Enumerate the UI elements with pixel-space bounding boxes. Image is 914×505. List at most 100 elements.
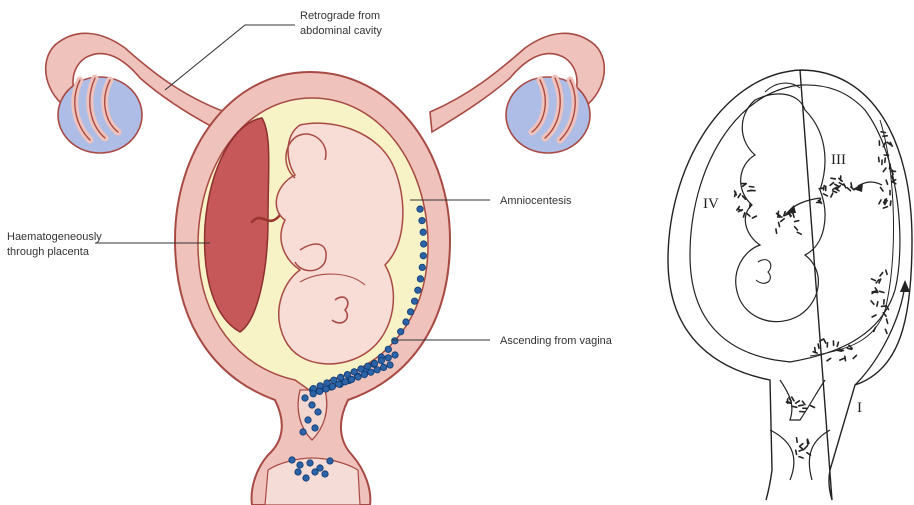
organism-dash <box>830 183 833 186</box>
bacterium-dot <box>312 469 318 475</box>
bacterium-dot <box>415 287 421 293</box>
organism-dash <box>874 327 876 331</box>
organism-dash <box>890 142 892 146</box>
right-uterus-inner-wall <box>690 85 900 362</box>
organism-dash <box>811 406 815 408</box>
bacterium-dot <box>344 371 350 377</box>
organism-dash <box>881 132 885 133</box>
bacterium-dot <box>310 391 316 397</box>
bacterium-dot <box>327 458 333 464</box>
bacterium-dot <box>420 253 426 259</box>
bacterium-dot <box>407 309 413 315</box>
organism-dash <box>792 397 794 401</box>
bacterium-dot <box>387 362 393 368</box>
bacterium-dot <box>309 402 315 408</box>
arrow-iii-head <box>853 183 863 192</box>
right-fetus-foot <box>765 83 800 92</box>
organism-dash <box>796 401 800 403</box>
organism-dash <box>840 358 844 360</box>
organism-dash <box>789 398 791 402</box>
organism-dash <box>835 184 839 186</box>
right-ovary <box>506 77 590 153</box>
label-amniocentesis: Amniocentesis <box>500 195 572 207</box>
bacterium-dot <box>385 355 391 361</box>
label-haematogeneously-line1: Haematogeneously <box>7 231 102 243</box>
organism-dash <box>818 344 819 348</box>
bacterium-dot <box>378 357 384 363</box>
organism-dash <box>885 158 886 162</box>
organism-dash <box>881 306 885 307</box>
organism-dash <box>883 207 887 209</box>
bacterium-dot <box>312 425 318 431</box>
organism-dash <box>887 319 888 323</box>
organism-dash <box>847 188 850 191</box>
bacterium-dot <box>303 475 309 481</box>
organism-dash <box>871 279 875 281</box>
organism-dash <box>805 446 808 449</box>
bacterium-dot <box>420 241 426 247</box>
organism-dash <box>750 203 751 207</box>
bacterium-dot <box>417 206 423 212</box>
bacterium-dot <box>289 457 295 463</box>
organism-dash <box>883 168 886 172</box>
organism-dash <box>747 213 750 216</box>
organism-dash <box>845 356 846 360</box>
label-retrograde-line1: Retrograde from <box>300 10 380 22</box>
organism-dash <box>738 194 740 198</box>
organism-dash <box>880 291 884 292</box>
bacterium-dot <box>302 395 308 401</box>
bacterium-dot <box>380 364 386 370</box>
bacteria-dashes <box>735 132 896 458</box>
right-membrane <box>810 120 894 356</box>
organism-dash <box>793 406 797 407</box>
label-roman-iii: III <box>831 152 846 168</box>
label-ascending-from-vagina: Ascending from vagina <box>500 335 613 347</box>
bacterium-dot <box>305 417 311 423</box>
arrow-i-head <box>900 280 910 292</box>
bacterium-dot <box>397 329 403 335</box>
left-uterus-illustration: Retrograde from abdominal cavity Haemato… <box>7 10 613 505</box>
fetus <box>276 123 403 364</box>
organism-dash <box>890 201 891 205</box>
organism-dash <box>776 229 777 233</box>
organism-dash <box>872 291 876 292</box>
organism-dash <box>871 301 874 304</box>
right-fetus-ear <box>756 260 771 284</box>
bacterium-dot <box>419 264 425 270</box>
organism-dash <box>853 355 856 358</box>
organism-dash <box>833 191 837 193</box>
right-uterus-line-drawing: I III IV <box>668 70 912 500</box>
bacterium-dot <box>420 229 426 235</box>
organism-dash <box>879 157 880 161</box>
bacterium-dot <box>385 346 391 352</box>
fetus-body <box>276 123 403 364</box>
bacterium-dot <box>368 369 374 375</box>
organism-dash <box>886 270 887 274</box>
right-uterus-outer-wall <box>668 70 912 500</box>
bacterium-dot <box>365 363 371 369</box>
bacterium-dot <box>307 460 313 466</box>
organism-dash <box>797 232 801 234</box>
bacterium-dot <box>295 469 301 475</box>
organism-dash <box>744 213 745 217</box>
bacterium-dot <box>297 462 303 468</box>
organism-dash <box>837 342 838 346</box>
organism-dash <box>797 438 798 442</box>
organism-dash <box>844 184 846 188</box>
organism-dash <box>781 219 785 222</box>
organism-dash <box>839 183 843 185</box>
bacterium-dot <box>331 377 337 383</box>
bacterium-dot <box>419 217 425 223</box>
bacterium-dot <box>337 374 343 380</box>
organism-dash <box>879 200 881 204</box>
bacterium-dot <box>371 360 377 366</box>
organism-dash <box>749 187 753 188</box>
bacterium-dot <box>324 380 330 386</box>
organism-dash <box>800 444 803 447</box>
organism-dash <box>795 227 798 230</box>
bacterium-dot <box>411 298 417 304</box>
organism-dash <box>777 213 781 216</box>
organism-dash <box>827 358 831 361</box>
organism-dash <box>815 348 816 352</box>
right-vaginal-canal <box>770 430 830 480</box>
